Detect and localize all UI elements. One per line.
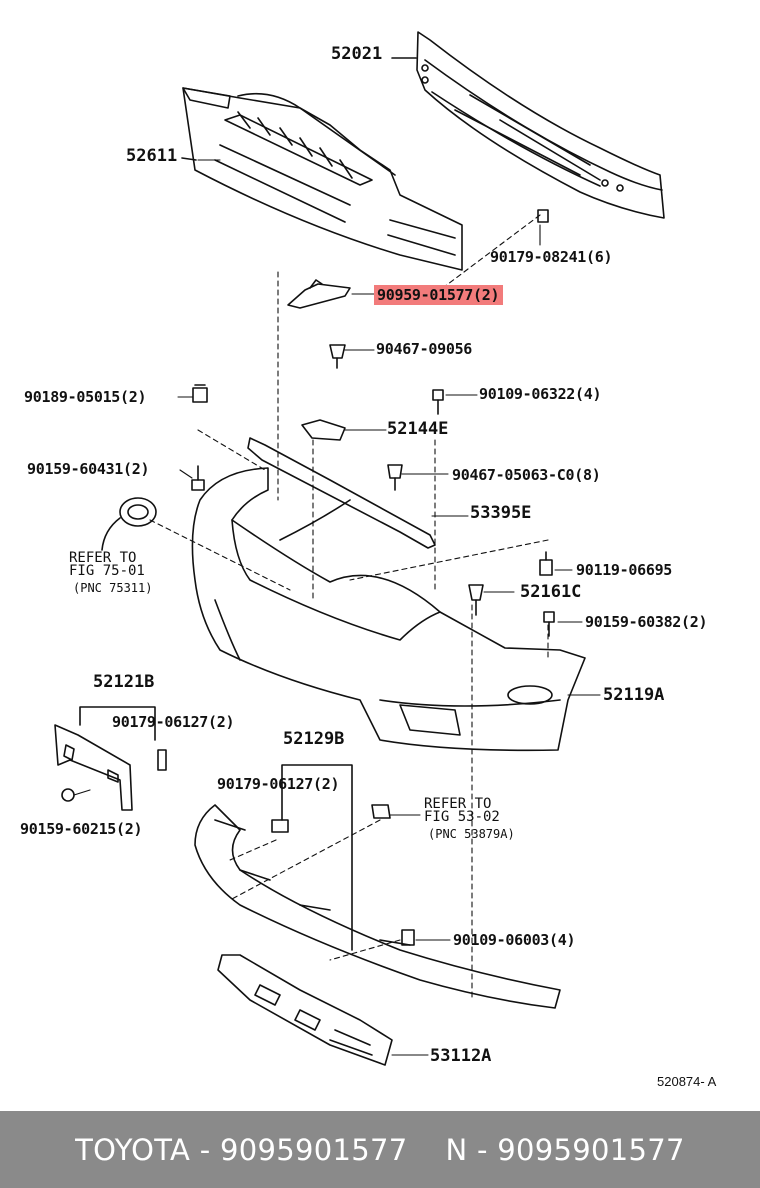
label-53112a[interactable]: 53112A [430, 1046, 492, 1066]
emblem-drawing [101, 497, 157, 551]
label-52144e[interactable]: 52144E [387, 419, 449, 439]
label-52121b[interactable]: 52121B [93, 672, 155, 692]
label-90467-09056[interactable]: 90467-09056 [376, 340, 473, 358]
parts-diagram: 52021 52611 90179-08241(6) 90959-01577(2… [20, 31, 717, 1089]
molding-53395e-drawing [247, 437, 436, 549]
label-90179-06127-spoiler[interactable]: 90179-06127(2) [217, 775, 340, 793]
footer-oem-part-number: TOYOTA - 9095901577 [75, 1133, 408, 1167]
label-52119a[interactable]: 52119A [603, 685, 665, 705]
label-90959-01577-highlighted[interactable]: 90959-01577(2) [374, 285, 504, 305]
refer-to-fig-75-01[interactable]: FIG 75-01 [69, 563, 145, 579]
label-90179-06127-bracket[interactable]: 90179-06127(2) [112, 713, 235, 731]
label-52021[interactable]: 52021 [331, 44, 383, 64]
energy-absorber-drawing [181, 87, 463, 271]
label-52161c[interactable]: 52161C [520, 582, 582, 602]
label-90467-05063-c0[interactable]: 90467-05063-C0(8) [452, 466, 601, 484]
bracket-52144e-drawing [301, 419, 346, 441]
label-90189-05015[interactable]: 90189-05015(2) [24, 388, 147, 406]
refer-to-pnc-53879a: (PNC 53879A) [428, 827, 515, 841]
bumper-cover-drawing [191, 467, 586, 752]
diagram-code: 520874- A [657, 1074, 717, 1089]
footer-alt-part-number: N - 9095901577 [445, 1133, 685, 1167]
label-90119-06695[interactable]: 90119-06695 [576, 561, 673, 579]
footer-text: TOYOTA - 9095901577 N - 9095901577 [0, 1133, 760, 1167]
fastener-symbols [61, 209, 555, 946]
refer-to-line1: REFER TO [69, 550, 137, 566]
bumper-reinforcement-drawing [391, 31, 665, 219]
label-90179-08241[interactable]: 90179-08241(6) [490, 248, 613, 266]
lower-grille-drawing [217, 954, 393, 1066]
refer-to-pnc-75311: (PNC 75311) [73, 581, 153, 595]
label-90159-60431[interactable]: 90159-60431(2) [27, 460, 150, 478]
refer-to-line1-b: REFER TO [424, 796, 492, 812]
label-53395e[interactable]: 53395E [470, 503, 532, 523]
label-90159-60382[interactable]: 90159-60382(2) [585, 613, 708, 631]
clip-90959-drawing [287, 279, 351, 309]
label-90109-06322[interactable]: 90109-06322(4) [479, 385, 602, 403]
label-90109-06003[interactable]: 90109-06003(4) [453, 931, 576, 949]
refer-to-fig-53-02[interactable]: FIG 53-02 [424, 809, 500, 825]
label-52611[interactable]: 52611 [126, 146, 178, 166]
license-bracket-drawing [54, 706, 167, 811]
label-90159-60215[interactable]: 90159-60215(2) [20, 820, 143, 838]
footer-bar: TOYOTA - 9095901577 N - 9095901577 [0, 1111, 760, 1188]
lower-spoiler-drawing [194, 764, 561, 1009]
bumper-exploded-view [54, 31, 665, 1066]
label-52129b[interactable]: 52129B [283, 729, 345, 749]
